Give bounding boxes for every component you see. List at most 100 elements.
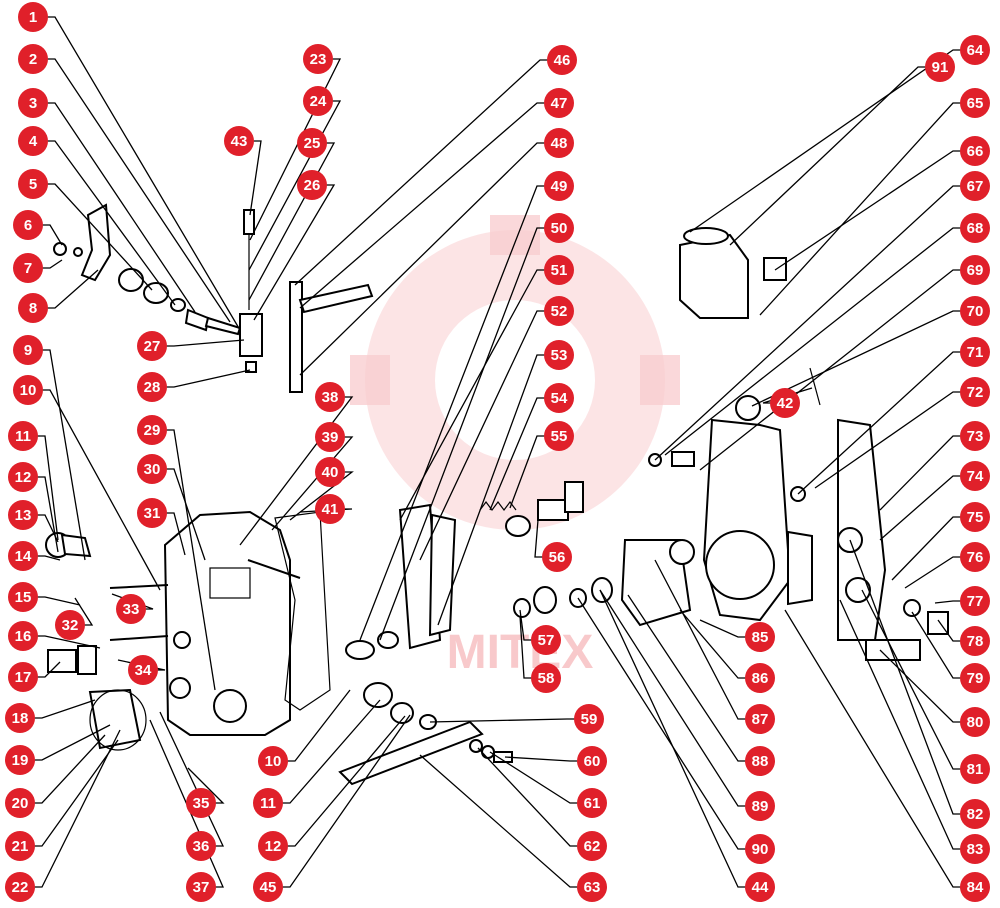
callout-58[interactable]: 58 — [531, 663, 561, 693]
callout-3[interactable]: 3 — [18, 88, 48, 118]
callout-47[interactable]: 47 — [544, 88, 574, 118]
callout-72[interactable]: 72 — [960, 377, 990, 407]
callout-22[interactable]: 22 — [5, 872, 35, 902]
callout-32[interactable]: 32 — [55, 610, 85, 640]
callout-13[interactable]: 13 — [8, 500, 38, 530]
callout-66[interactable]: 66 — [960, 136, 990, 166]
callout-1[interactable]: 1 — [18, 2, 48, 32]
callout-18[interactable]: 18 — [5, 703, 35, 733]
callout-79[interactable]: 79 — [960, 663, 990, 693]
callout-37[interactable]: 37 — [186, 872, 216, 902]
watermark-logo — [350, 215, 680, 530]
callout-4[interactable]: 4 — [18, 126, 48, 156]
callout-20[interactable]: 20 — [5, 788, 35, 818]
callout-81[interactable]: 81 — [960, 754, 990, 784]
callout-71[interactable]: 71 — [960, 337, 990, 367]
callout-65[interactable]: 65 — [960, 88, 990, 118]
callout-24[interactable]: 24 — [303, 86, 333, 116]
callout-44[interactable]: 44 — [745, 872, 775, 902]
callout-82[interactable]: 82 — [960, 799, 990, 829]
callout-46[interactable]: 46 — [547, 45, 577, 75]
callout-69[interactable]: 69 — [960, 255, 990, 285]
callout-badge — [960, 872, 990, 902]
callout-35[interactable]: 35 — [186, 788, 216, 818]
callout-39[interactable]: 39 — [315, 422, 345, 452]
callout-84[interactable]: 84 — [960, 872, 990, 902]
callout-38[interactable]: 38 — [315, 382, 345, 412]
callout-6[interactable]: 6 — [13, 210, 43, 240]
callout-67[interactable]: 67 — [960, 171, 990, 201]
callout-89[interactable]: 89 — [745, 791, 775, 821]
callout-68[interactable]: 68 — [960, 213, 990, 243]
callout-11[interactable]: 11 — [253, 788, 283, 818]
callout-57[interactable]: 57 — [531, 625, 561, 655]
callout-83[interactable]: 83 — [960, 834, 990, 864]
callout-19[interactable]: 19 — [5, 745, 35, 775]
callout-34[interactable]: 34 — [128, 655, 158, 685]
callout-41[interactable]: 41 — [315, 494, 345, 524]
callout-75[interactable]: 75 — [960, 502, 990, 532]
callout-25[interactable]: 25 — [297, 128, 327, 158]
callout-16[interactable]: 16 — [8, 621, 38, 651]
callout-87[interactable]: 87 — [745, 704, 775, 734]
callout-60[interactable]: 60 — [577, 746, 607, 776]
callout-26[interactable]: 26 — [297, 170, 327, 200]
callout-12[interactable]: 12 — [8, 462, 38, 492]
callout-12[interactable]: 12 — [258, 831, 288, 861]
callout-76[interactable]: 76 — [960, 542, 990, 572]
callout-64[interactable]: 64 — [960, 35, 990, 65]
callout-49[interactable]: 49 — [544, 171, 574, 201]
callout-28[interactable]: 28 — [137, 372, 167, 402]
callout-11[interactable]: 11 — [8, 421, 38, 451]
callout-15[interactable]: 15 — [8, 582, 38, 612]
callout-5[interactable]: 5 — [18, 169, 48, 199]
callout-48[interactable]: 48 — [544, 128, 574, 158]
callout-36[interactable]: 36 — [186, 831, 216, 861]
callout-52[interactable]: 52 — [544, 296, 574, 326]
callout-78[interactable]: 78 — [960, 626, 990, 656]
callout-8[interactable]: 8 — [18, 293, 48, 323]
callout-62[interactable]: 62 — [577, 831, 607, 861]
callout-80[interactable]: 80 — [960, 707, 990, 737]
callout-23[interactable]: 23 — [303, 44, 333, 74]
callout-27[interactable]: 27 — [137, 331, 167, 361]
callout-56[interactable]: 56 — [542, 542, 572, 572]
callout-90[interactable]: 90 — [745, 834, 775, 864]
callout-51[interactable]: 51 — [544, 255, 574, 285]
callout-badge — [224, 126, 254, 156]
callout-40[interactable]: 40 — [315, 457, 345, 487]
callout-21[interactable]: 21 — [5, 831, 35, 861]
callout-88[interactable]: 88 — [745, 746, 775, 776]
callout-63[interactable]: 63 — [577, 872, 607, 902]
callout-number: 56 — [549, 549, 566, 566]
callout-31[interactable]: 31 — [137, 498, 167, 528]
callout-29[interactable]: 29 — [137, 415, 167, 445]
callout-55[interactable]: 55 — [544, 421, 574, 451]
callout-17[interactable]: 17 — [8, 662, 38, 692]
callout-number: 38 — [322, 389, 339, 406]
callout-61[interactable]: 61 — [577, 788, 607, 818]
callout-45[interactable]: 45 — [253, 872, 283, 902]
callout-9[interactable]: 9 — [13, 335, 43, 365]
callout-54[interactable]: 54 — [544, 383, 574, 413]
callout-85[interactable]: 85 — [745, 622, 775, 652]
callout-7[interactable]: 7 — [13, 253, 43, 283]
callout-70[interactable]: 70 — [960, 296, 990, 326]
callout-91[interactable]: 91 — [925, 52, 955, 82]
callout-43[interactable]: 43 — [224, 126, 254, 156]
callout-14[interactable]: 14 — [8, 541, 38, 571]
callout-73[interactable]: 73 — [960, 421, 990, 451]
callout-33[interactable]: 33 — [116, 594, 146, 624]
callout-30[interactable]: 30 — [137, 454, 167, 484]
callout-86[interactable]: 86 — [745, 663, 775, 693]
callout-2[interactable]: 2 — [18, 44, 48, 74]
callout-77[interactable]: 77 — [960, 586, 990, 616]
callout-59[interactable]: 59 — [574, 704, 604, 734]
callout-10[interactable]: 10 — [13, 375, 43, 405]
callout-74[interactable]: 74 — [960, 461, 990, 491]
callout-number: 26 — [304, 177, 321, 194]
callout-50[interactable]: 50 — [544, 213, 574, 243]
callout-42[interactable]: 42 — [770, 388, 800, 418]
callout-53[interactable]: 53 — [544, 340, 574, 370]
callout-10[interactable]: 10 — [258, 746, 288, 776]
